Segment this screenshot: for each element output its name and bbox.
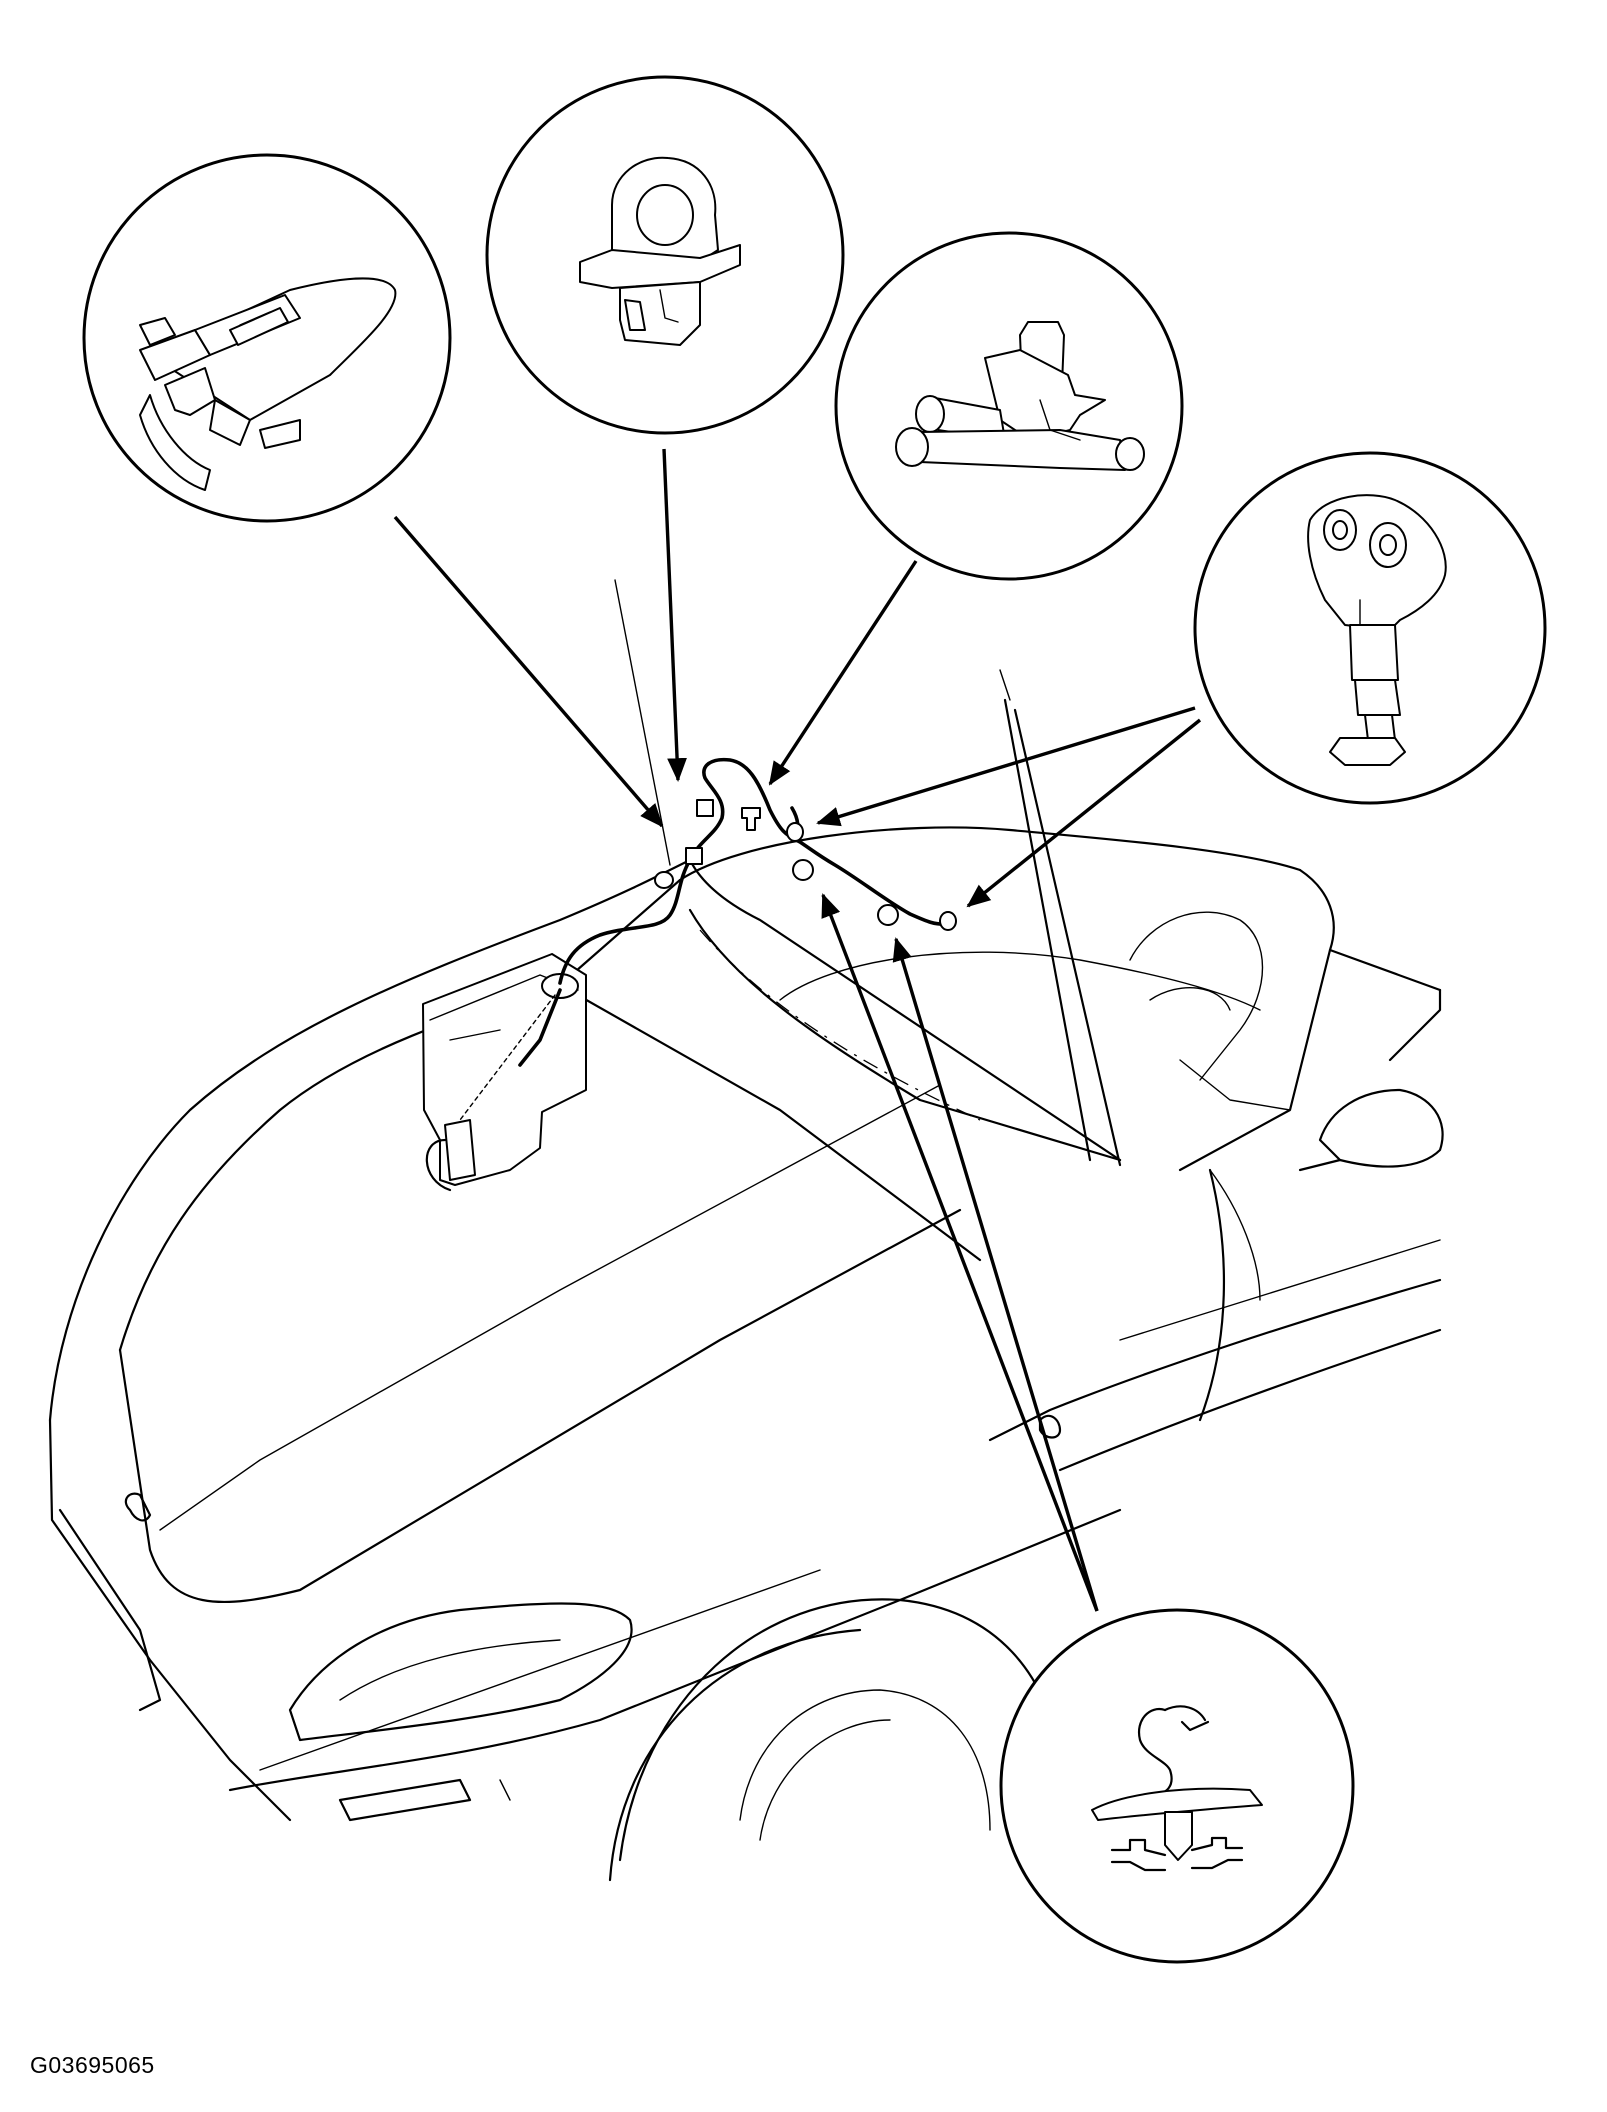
callout-fastener-clip (82, 153, 452, 523)
callout-t-joint (834, 231, 1184, 581)
washer-nozzle-icon (1307, 494, 1447, 766)
hose-clips (654, 799, 957, 931)
callout-hose-hook-clip (999, 1608, 1355, 1964)
hose-clamp-holder-icon (579, 156, 741, 346)
fastener-clip-icon (139, 277, 397, 491)
car-body (48, 698, 1444, 1882)
figure-id-label: G03695065 (30, 2052, 155, 2078)
washer-reservoir (422, 953, 587, 1192)
callout-hose-clamp-holder (485, 75, 845, 435)
washer-hose (558, 757, 950, 985)
callout-washer-nozzle (1193, 451, 1547, 805)
leader-lines (393, 448, 1202, 1612)
hose-hook-clip-icon (1091, 1705, 1263, 1872)
t-joint-connector-icon (895, 321, 1145, 471)
